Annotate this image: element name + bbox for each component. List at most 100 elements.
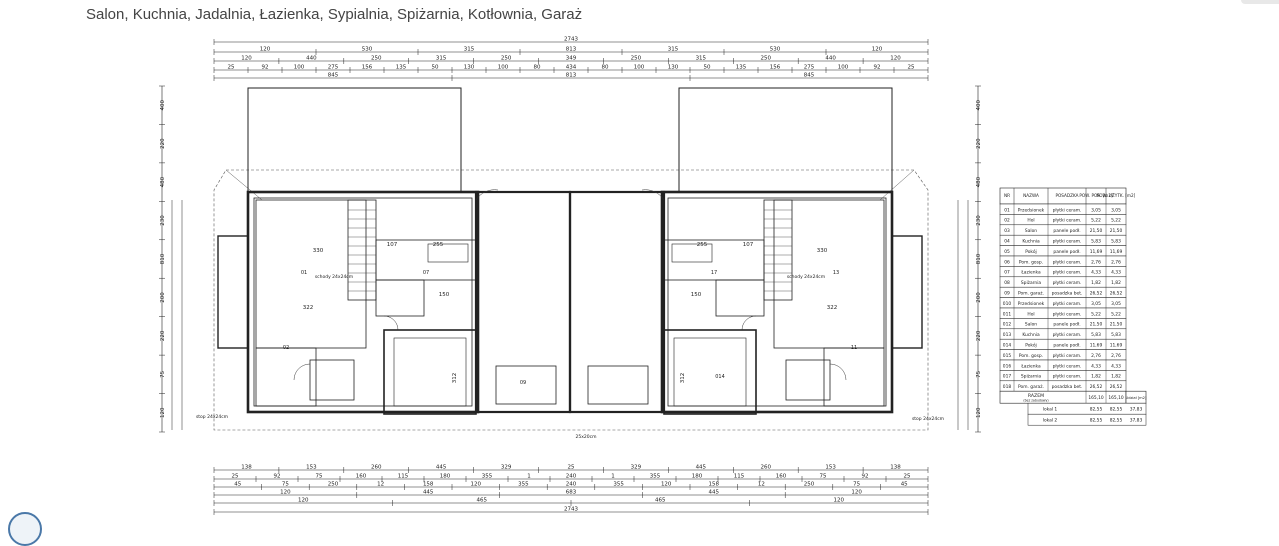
right-dim-value: 230 <box>976 215 982 226</box>
bot-dim-row2-value: 180 <box>440 474 451 480</box>
bot-dim-row4-value: 683 <box>566 490 577 496</box>
vestibule <box>309 359 355 401</box>
bot-dim-row5-value: 120 <box>834 498 845 504</box>
top-dim-row3-value: 130 <box>464 65 475 71</box>
bedroom-inner <box>393 337 467 407</box>
bot-dim-row1-value: 260 <box>760 465 771 471</box>
bot-dim-row3-value: 250 <box>804 482 815 488</box>
table-cell: Salon <box>1025 322 1037 328</box>
unit-inner-wall <box>667 197 887 407</box>
bot-dim-row2-value: 115 <box>734 474 745 480</box>
table-cell: Pom. gosp. <box>1019 353 1043 359</box>
door-swing <box>829 363 847 381</box>
bot-dim-row3-value: 75 <box>282 482 289 488</box>
table-cell: 01 <box>1004 207 1010 213</box>
bot-dim-row2-value: 355 <box>650 474 661 480</box>
top-dim-row4-value: 845 <box>804 73 815 79</box>
table-cell: Hol <box>1027 218 1034 224</box>
top-dim-row3-value: 156 <box>362 65 373 71</box>
table-unit-row <box>1027 413 1147 426</box>
table-cell: płytki ceram. <box>1053 270 1082 276</box>
left-dim-value: 75 <box>160 370 166 377</box>
top-dim-row2-value: 120 <box>890 56 901 62</box>
left-dim-value: 120 <box>160 407 166 418</box>
top-dim-row2-value: 250 <box>371 56 382 62</box>
table-cell: 02 <box>1004 218 1010 224</box>
kitchen <box>255 347 317 407</box>
top-dim-row2-value: 120 <box>241 56 252 62</box>
bot-dim-row3-value: 355 <box>518 482 529 488</box>
table-unit-cell: 82,55 <box>1110 407 1123 413</box>
table-cell: 11,69 <box>1090 342 1103 348</box>
table-total-sub: (bez zabudowy) <box>1023 399 1048 403</box>
bot-dim-row1-value: 445 <box>696 465 707 471</box>
table-cell: Pom. garaż. <box>1018 384 1044 390</box>
room-dim: 255 <box>697 242 708 248</box>
terrace-left <box>247 87 462 193</box>
top-dim-row3-value: 92 <box>874 65 881 71</box>
bot-dim-row3-value: 158 <box>423 482 434 488</box>
bot-dim-row2-value: 115 <box>398 474 409 480</box>
top-dim-row2-value: 250 <box>631 56 642 62</box>
right-dim-value: 480 <box>976 176 982 187</box>
table-cell: panele podł. <box>1053 228 1080 234</box>
page-title: Salon, Kuchnia, Jadalnia, Łazienka, Sypi… <box>86 6 583 23</box>
table-cell: Hol <box>1027 311 1034 317</box>
bot-dim-row3-value: 45 <box>901 482 908 488</box>
table-cell: 014 <box>1003 342 1012 348</box>
top-dim-row3-value: 135 <box>736 65 747 71</box>
table-cell: Spiżarnia <box>1021 374 1042 380</box>
bot-dim-row3-value: 12 <box>758 482 765 488</box>
kitchen <box>823 347 885 407</box>
table-cell: płytki ceram. <box>1053 207 1082 213</box>
bot-dim-row1-value: 445 <box>436 465 447 471</box>
table-cell: 017 <box>1003 374 1012 380</box>
table-header-cell: POSADZKA <box>1055 193 1078 198</box>
left-dim-value: 220 <box>160 330 166 341</box>
table-cell: 1,82 <box>1091 280 1101 286</box>
living-room <box>255 199 367 349</box>
table-cell: 4,33 <box>1111 363 1121 369</box>
table-cell: 21,50 <box>1090 322 1103 328</box>
room-dim: 107 <box>387 242 398 248</box>
room-number: 13 <box>833 270 839 276</box>
table-cell: 26,52 <box>1110 290 1123 296</box>
bay-window <box>217 235 249 349</box>
top-dim-row3-value: 25 <box>908 65 915 71</box>
table-header-cell: NR <box>1004 193 1010 198</box>
bot-dim-row4-value: 120 <box>280 490 291 496</box>
table-cell: 07 <box>1004 270 1010 276</box>
bot-dim-row2-value: 25 <box>904 474 911 480</box>
total-dim-top-value: 2743 <box>564 37 578 43</box>
table-cell: 09 <box>1004 290 1010 296</box>
room-number: 01 <box>301 270 307 276</box>
table-cell: płytki ceram. <box>1053 238 1082 244</box>
right-dim-value: 200 <box>976 292 982 303</box>
bot-dim-row1-value: 329 <box>501 465 512 471</box>
bot-dim-row2-value: 92 <box>274 474 281 480</box>
left-dim-value: 400 <box>160 99 166 110</box>
garage-door-swing <box>641 189 665 201</box>
living-room <box>773 199 885 349</box>
bot-dim-row2-value: 92 <box>862 474 869 480</box>
bot-dim-row2-value: 180 <box>692 474 703 480</box>
table-cell: 2,76 <box>1111 259 1121 265</box>
table-header-cell: NAZWA <box>1023 193 1039 198</box>
unit-inner-wall <box>253 197 473 407</box>
top-dim-row2-value: 349 <box>566 56 577 62</box>
room-dim: 150 <box>691 292 702 298</box>
bot-dim-row2-value: 355 <box>482 474 493 480</box>
right-dim-value: 220 <box>976 330 982 341</box>
top-dim-row3-value: 100 <box>838 65 849 71</box>
table-cell: 018 <box>1003 384 1012 390</box>
bot-dim-row1-value: 138 <box>241 465 252 471</box>
room-number: 07 <box>423 270 429 276</box>
top-dim-row1-value: 315 <box>464 47 475 53</box>
room-number: 09 <box>520 380 526 386</box>
bot-dim-row3-value: 250 <box>328 482 339 488</box>
bot-dim-row5-value: 465 <box>655 498 666 504</box>
table-cell: Pokój <box>1025 341 1036 348</box>
table-cell: 4,33 <box>1091 363 1101 369</box>
table-cell: 26,52 <box>1090 290 1103 296</box>
